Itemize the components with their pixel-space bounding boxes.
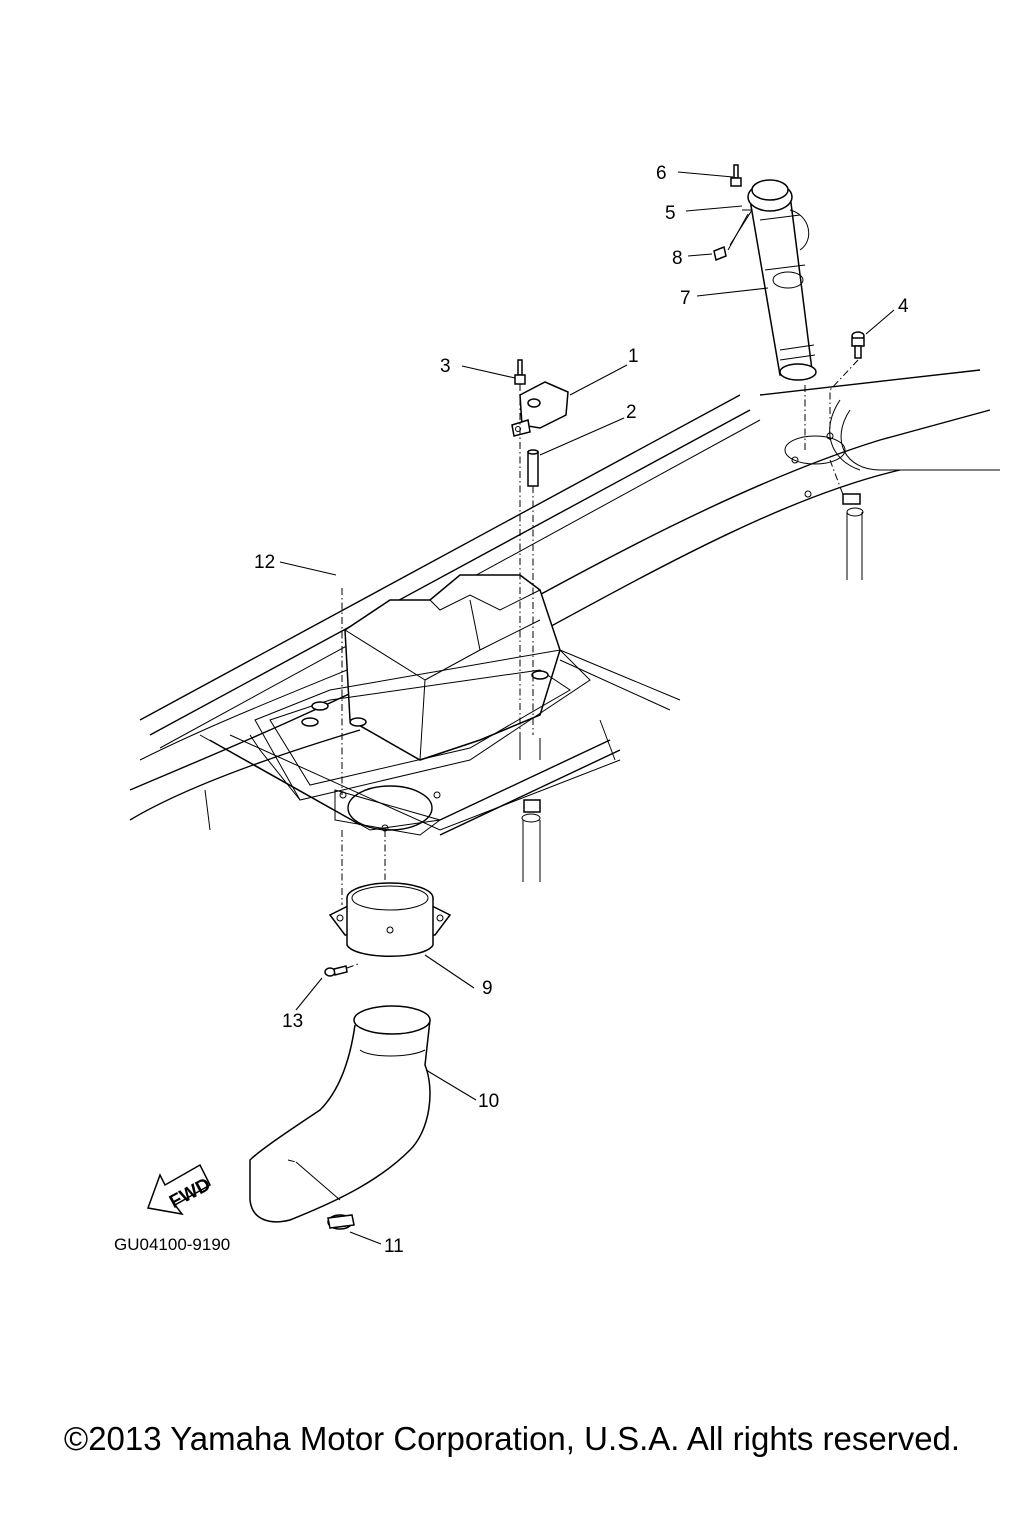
bolt-part-4 xyxy=(851,331,865,359)
bracket-part-1 xyxy=(511,381,569,437)
deck-opening xyxy=(229,734,621,836)
duct-hose-part-10 xyxy=(249,1005,431,1223)
callout-8: 8 xyxy=(672,248,683,269)
copyright-notice: ©2013 Yamaha Motor Corporation, U.S.A. A… xyxy=(64,1420,960,1457)
strap-part-5 xyxy=(727,209,753,251)
clamp-part-11 xyxy=(287,1159,355,1230)
vent-tube-part-7 xyxy=(747,179,817,381)
hull-deck xyxy=(129,369,1000,836)
tie-part-8 xyxy=(713,245,727,262)
vent-hose-right xyxy=(842,493,864,580)
callout-9: 9 xyxy=(482,978,493,999)
leader-lines xyxy=(279,171,895,1245)
callout-13: 13 xyxy=(282,1011,303,1032)
callout-2: 2 xyxy=(626,402,637,423)
drawing-code: GU04100-9190 xyxy=(114,1235,230,1254)
callout-5: 5 xyxy=(665,203,676,224)
callout-1: 1 xyxy=(628,346,639,367)
hose-part-2 xyxy=(527,449,539,487)
screw-part-13 xyxy=(324,963,359,977)
callout-12: 12 xyxy=(254,552,275,573)
callout-10: 10 xyxy=(478,1091,499,1112)
callout-7: 7 xyxy=(680,288,691,309)
callout-11: 11 xyxy=(384,1236,404,1257)
callouts: 1 2 3 4 5 6 7 8 9 10 11 12 13 xyxy=(254,163,909,1257)
callout-3: 3 xyxy=(440,356,451,377)
duct-flange-part-9 xyxy=(328,882,452,957)
screw-part-3 xyxy=(514,359,526,385)
assembly-lines xyxy=(341,359,859,905)
engine-cover xyxy=(249,574,591,801)
fwd-arrow-icon: FWD xyxy=(146,1163,214,1216)
vent-hose-lower xyxy=(519,738,541,882)
deck-opening-right xyxy=(784,432,846,498)
callout-6: 6 xyxy=(656,163,667,184)
screw-part-6 xyxy=(730,164,742,187)
callout-4: 4 xyxy=(898,296,909,317)
